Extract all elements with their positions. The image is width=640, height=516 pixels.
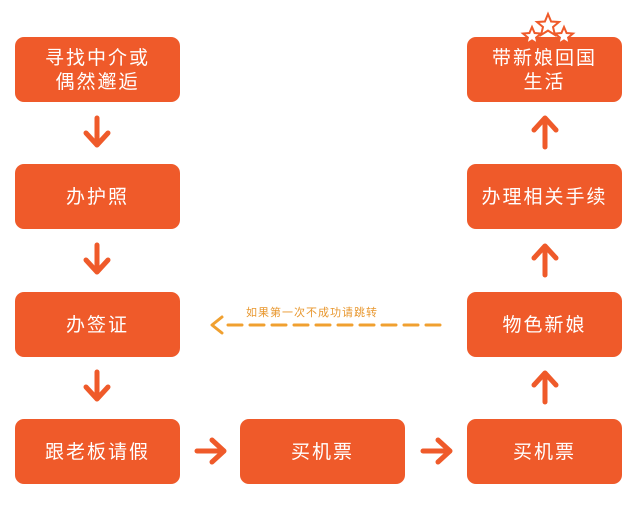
- arrow-right-1: [194, 437, 227, 465]
- star-center-icon: [534, 11, 562, 38]
- step-passport: 办护照: [15, 164, 180, 229]
- step-leave-label: 跟老板请假: [44, 440, 150, 463]
- star-right-icon: [552, 24, 576, 47]
- step-find-agency: 寻找中介或 偶然邂逅: [15, 37, 180, 102]
- step-choose-bride: 物色新娘: [467, 292, 622, 357]
- step-ticket-2: 买机票: [467, 419, 622, 484]
- arrow-down-3: [83, 369, 111, 402]
- arrow-right-2: [420, 437, 453, 465]
- step-ticket-1: 买机票: [240, 419, 405, 484]
- step-find-agency-label: 寻找中介或 偶然邂逅: [44, 46, 150, 93]
- retry-dashed-arrow: [210, 315, 442, 335]
- arrow-up-1: [531, 370, 559, 405]
- retry-note: 如果第一次不成功请跳转: [246, 306, 378, 319]
- step-ticket-1-label: 买机票: [290, 440, 354, 463]
- step-procedures-label: 办理相关手续: [481, 185, 608, 208]
- step-return-home-label: 带新娘回国 生活: [491, 46, 597, 93]
- arrow-down-2: [83, 242, 111, 275]
- star-left-icon: [520, 24, 544, 47]
- arrow-down-1: [83, 115, 111, 148]
- stars-decoration: [520, 11, 576, 47]
- step-return-home: 带新娘回国 生活: [467, 37, 622, 102]
- step-visa-label: 办签证: [65, 313, 129, 336]
- step-ticket-2-label: 买机票: [512, 440, 576, 463]
- step-choose-bride-label: 物色新娘: [502, 313, 587, 336]
- step-leave: 跟老板请假: [15, 419, 180, 484]
- arrow-up-2: [531, 243, 559, 278]
- step-passport-label: 办护照: [65, 185, 129, 208]
- step-visa: 办签证: [15, 292, 180, 357]
- arrow-up-3: [531, 115, 559, 150]
- step-procedures: 办理相关手续: [467, 164, 622, 229]
